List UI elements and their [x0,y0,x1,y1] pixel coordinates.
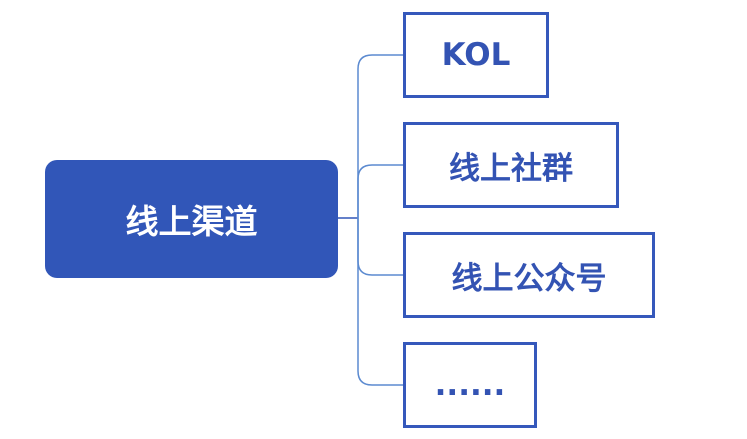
child-node-official-account: 线上公众号 [403,232,655,318]
branch-official-account [357,218,403,276]
branch-more [357,218,403,386]
child-label: KOL [441,37,511,73]
branch-community [357,164,403,218]
child-node-more: ...... [403,342,537,428]
root-node: 线上渠道 [45,160,338,278]
child-node-community: 线上社群 [403,122,619,208]
root-label: 线上渠道 [125,202,258,241]
child-label: 线上社群 [449,150,573,187]
child-label: 线上公众号 [451,260,607,297]
branch-kol [357,54,403,218]
child-node-kol: KOL [403,12,549,98]
child-label: ...... [434,367,506,403]
